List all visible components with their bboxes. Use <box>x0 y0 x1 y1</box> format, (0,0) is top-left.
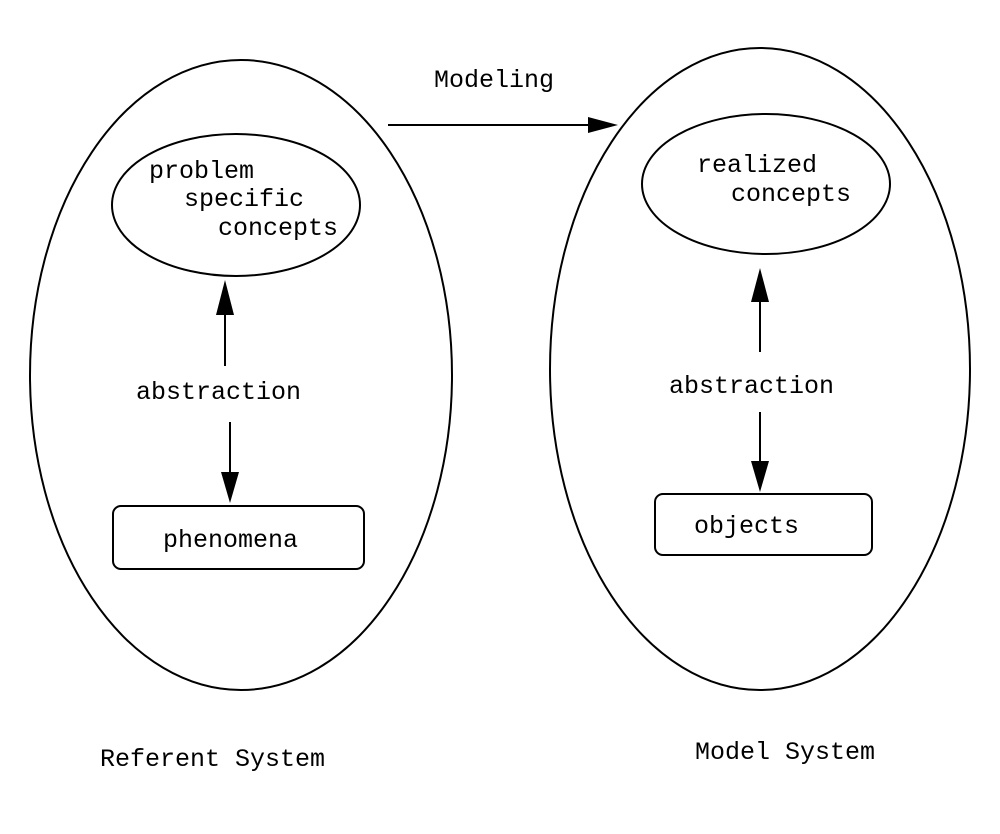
phenomena-box <box>112 505 365 570</box>
model-abstraction-down-arrow <box>751 412 769 492</box>
problem-specific-concepts-label: problem specific concepts <box>149 157 338 243</box>
objects-label: objects <box>694 512 799 541</box>
realized-concepts-label: realized concepts <box>697 151 851 209</box>
objects-box <box>654 493 873 556</box>
realized-line-2: concepts <box>731 180 851 209</box>
referent-system-ellipse <box>29 59 453 691</box>
problem-specific-concepts-ellipse <box>111 133 361 277</box>
model-abstraction-label: abstraction <box>669 372 834 401</box>
realized-line-1: realized <box>697 151 817 180</box>
referent-abstraction-down-arrow <box>221 422 239 503</box>
referent-abstraction-up-arrow <box>216 280 234 366</box>
phenomena-label: phenomena <box>163 526 298 555</box>
realized-concepts-ellipse <box>641 113 891 255</box>
model-abstraction-up-arrow <box>751 268 769 352</box>
model-system-label: Model System <box>695 738 875 767</box>
referent-abstraction-label: abstraction <box>136 378 301 407</box>
model-system-ellipse <box>549 47 971 691</box>
referent-system-label: Referent System <box>100 745 325 774</box>
concepts-line-3: concepts <box>218 214 338 243</box>
modeling-arrow <box>388 117 618 133</box>
concepts-line-2: specific <box>184 185 304 214</box>
modeling-label: Modeling <box>434 66 554 95</box>
concepts-line-1: problem <box>149 157 254 186</box>
